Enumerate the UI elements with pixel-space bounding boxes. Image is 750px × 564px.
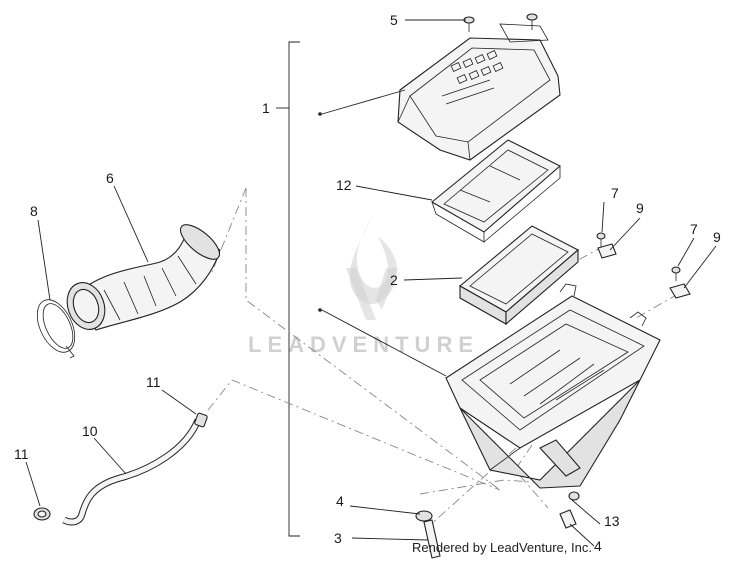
callout-4b: 4: [594, 538, 602, 554]
callout-13: 13: [604, 513, 620, 529]
callout-2: 2: [390, 272, 398, 288]
fitting-13: [568, 491, 580, 501]
airbox-cover: [397, 23, 561, 161]
airbox-lower: [445, 283, 661, 489]
screw-5a: [463, 16, 475, 32]
leader-lines: [25, 19, 717, 547]
bolt-7a: [596, 232, 606, 248]
drain-hose: [62, 418, 202, 526]
callout-3: 3: [334, 530, 342, 546]
callout-12: 12: [336, 177, 352, 193]
watermark-logo: [346, 215, 398, 320]
intake-duct: [66, 224, 221, 331]
filter-frame: [431, 139, 561, 243]
assembly-bracket: [288, 41, 300, 537]
callout-10: 10: [82, 423, 98, 439]
clamp-4a: [415, 510, 433, 522]
callout-7a: 7: [611, 185, 619, 201]
bullet-lower: [318, 308, 322, 312]
callout-6: 6: [106, 170, 114, 186]
callout-9a: 9: [636, 200, 644, 216]
callout-9b: 9: [713, 229, 721, 245]
clip-9a: [597, 243, 617, 259]
screw-5b: [526, 13, 538, 30]
watermark-text: LEADVENTURE: [248, 332, 479, 357]
bullet-cover: [318, 112, 322, 116]
render-credit: Rendered by LeadVenture, Inc.: [412, 540, 592, 555]
hose-clamp-11a: [194, 412, 208, 428]
callout-labels: 1 2 3 4 4 5 6 7 7 8 9 9 10 11 11 12 13: [14, 12, 721, 554]
callout-5: 5: [390, 12, 398, 28]
callout-11a: 11: [146, 374, 161, 390]
bolt-7b: [671, 266, 681, 281]
drain-tube-3: [423, 519, 441, 559]
callout-8: 8: [30, 203, 38, 219]
callout-1: 1: [262, 100, 270, 116]
air-filter: [459, 225, 579, 326]
clip-9b: [669, 283, 691, 299]
hose-clamp-11b: [33, 507, 51, 521]
callout-7b: 7: [690, 221, 698, 237]
callout-4a: 4: [336, 493, 344, 509]
clamp-ring: [36, 299, 76, 359]
cap-4b: [559, 509, 577, 529]
callout-11b: 11: [14, 446, 29, 462]
